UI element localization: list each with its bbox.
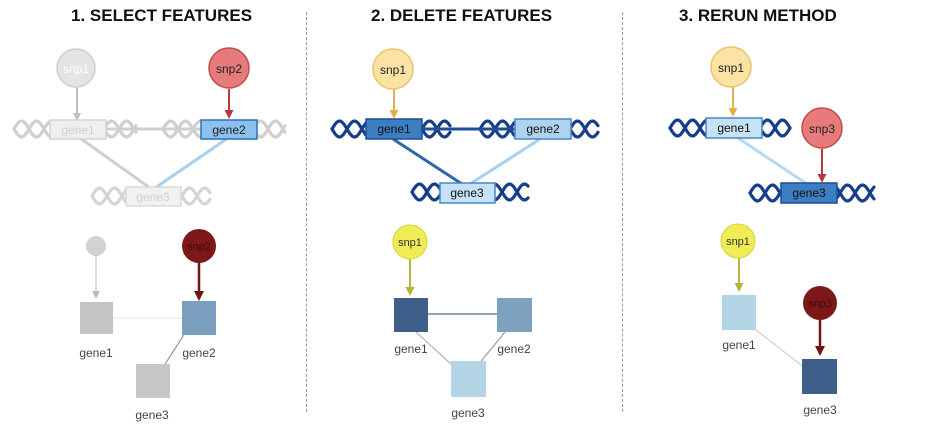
panel-divider-1 xyxy=(306,12,307,412)
net-gene3-label: gene3 xyxy=(135,408,169,422)
net-gene3-label: gene3 xyxy=(803,403,837,417)
net-gene2-label: gene2 xyxy=(497,342,531,356)
panel-select: snp1 snp2 gene1 gene2 gene3 snp2 gene1 g… xyxy=(12,47,287,422)
gene1-box xyxy=(49,119,107,140)
gene2-label: gene2 xyxy=(526,122,560,136)
gene3-label: gene3 xyxy=(450,186,484,200)
net-edge-gene1-gene3 xyxy=(755,329,806,369)
gene1-label: gene1 xyxy=(377,122,411,136)
net-snp1-node xyxy=(392,224,428,260)
net-edge-gene1-gene3 xyxy=(415,331,453,366)
net-gene1-label: gene1 xyxy=(722,338,756,352)
net-gene2-label: gene2 xyxy=(182,346,216,360)
gene2-box xyxy=(200,119,258,140)
gene3-box xyxy=(125,186,182,207)
net-gene1-label: gene1 xyxy=(394,342,428,356)
net-snp1-node xyxy=(86,236,106,256)
net-snp1-node xyxy=(720,223,756,259)
panel-title-rerun: 3. RERUN METHOD xyxy=(679,6,837,25)
gene3-box xyxy=(780,182,838,204)
net-snp2-label: snp2 xyxy=(187,241,211,253)
snp1-label: snp1 xyxy=(380,63,406,77)
edge-gene1-gene3 xyxy=(392,137,463,186)
gene2-label: gene2 xyxy=(212,123,246,137)
snp1-node xyxy=(56,48,96,88)
net-snp1-label: snp1 xyxy=(726,236,750,248)
net-snp2-node xyxy=(182,229,216,263)
net-gene1-square xyxy=(80,302,113,334)
net-gene2-square xyxy=(182,301,216,335)
net-gene2-square xyxy=(497,298,532,332)
net-snp1-label: snp1 xyxy=(398,237,422,249)
gene1-box xyxy=(705,117,763,139)
snp1-label: snp1 xyxy=(63,62,89,76)
gene3-box xyxy=(439,182,496,204)
panel-title-select: 1. SELECT FEATURES xyxy=(71,6,253,25)
snp2-label: snp2 xyxy=(216,62,242,76)
edge-gene2-gene3 xyxy=(469,137,541,186)
net-edge-gene2-gene3 xyxy=(477,331,506,366)
panel-rerun: snp1 snp3 gene1 gene3 snp1 snp3 gene1 ge… xyxy=(668,46,876,417)
net-gene3-square xyxy=(136,364,170,398)
gene3-label: gene3 xyxy=(136,190,170,204)
net-gene1-square xyxy=(722,295,756,330)
snp2-node xyxy=(208,47,250,89)
panel-delete: snp1 gene1 gene2 gene3 snp1 gene1 gene2 … xyxy=(330,48,600,420)
net-gene1-square xyxy=(394,298,428,332)
snp1-label: snp1 xyxy=(718,61,744,75)
snp3-label: snp3 xyxy=(809,122,835,136)
panel-divider-2 xyxy=(622,12,623,412)
edge-gene1-gene3 xyxy=(737,136,808,186)
net-edge-gene2-gene3 xyxy=(161,332,186,370)
gene2-box xyxy=(514,118,572,140)
net-snp3-node xyxy=(803,286,837,320)
gene1-box xyxy=(365,118,423,140)
gene1-label: gene1 xyxy=(61,123,95,137)
gene1-label: gene1 xyxy=(717,121,751,135)
gene3-label: gene3 xyxy=(792,186,826,200)
snp1-node xyxy=(710,46,752,88)
snp3-node xyxy=(801,107,843,149)
snp1-node xyxy=(372,48,414,90)
edge-gene2-gene3 xyxy=(154,136,229,190)
net-gene3-square xyxy=(802,359,837,394)
edge-gene1-gene3 xyxy=(79,136,151,190)
panel-title-delete: 2. DELETE FEATURES xyxy=(371,6,553,25)
net-gene3-label: gene3 xyxy=(451,406,485,420)
net-gene1-label: gene1 xyxy=(79,346,113,360)
net-gene3-square xyxy=(451,361,486,397)
net-snp3-label: snp3 xyxy=(808,298,832,310)
